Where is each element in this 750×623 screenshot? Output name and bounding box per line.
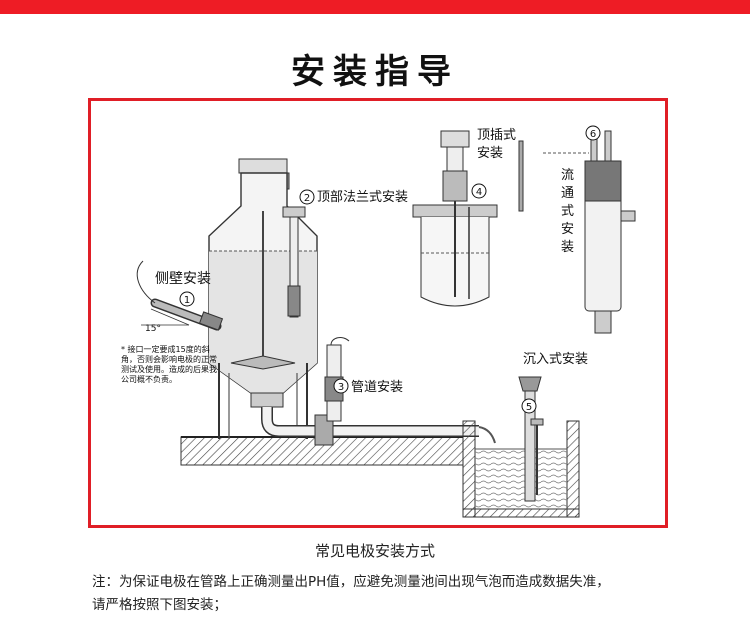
label-top-flange: 顶部法兰式安装 bbox=[317, 190, 408, 205]
number-markers: 1 2 3 4 5 6 bbox=[179, 125, 601, 414]
warning-note: * 接口一定要成15度的斜角，否则会影响电极的正常测试及使用。造成的后果我公司概… bbox=[121, 345, 217, 384]
flow-through-cell bbox=[543, 130, 636, 334]
marker-6: 6 bbox=[590, 129, 596, 140]
marker-3: 3 bbox=[338, 382, 344, 393]
diagram-caption: 常见电极安装方式 bbox=[314, 542, 435, 560]
label-flow-through: 流 通 式 安 装 bbox=[561, 168, 578, 255]
marker-1: 1 bbox=[184, 295, 190, 306]
note-line-1: 注：为保证电极在管路上正确测量出PH值，应避免测量池间出现气泡而造成数据失准， bbox=[92, 574, 610, 590]
marker-4: 4 bbox=[476, 187, 482, 198]
label-top-insert: 顶插式 安装 bbox=[477, 128, 520, 161]
top-insert-assembly bbox=[412, 130, 524, 307]
label-side-wall: 侧壁安装 bbox=[155, 271, 211, 287]
installation-note: 注：为保证电极在管路上正确测量出PH值，应避免测量池间出现气泡而造成数据失准， … bbox=[92, 571, 692, 617]
note-line-2: 请严格按照下图安装； bbox=[92, 597, 227, 613]
pipeline bbox=[261, 337, 496, 446]
label-pipeline: 管道安装 bbox=[351, 380, 403, 395]
angle-label: 15° bbox=[145, 324, 161, 334]
page-title: 安装指导 bbox=[291, 52, 459, 92]
top-red-bar bbox=[0, 0, 750, 14]
marker-5: 5 bbox=[526, 402, 532, 413]
installation-diagram: 1 2 3 4 5 6 侧壁安装 顶部法兰式安装 管道安装 沉入式安装 15° … bbox=[121, 125, 636, 518]
top-flange-electrode bbox=[282, 206, 306, 318]
side-wall-electrode bbox=[136, 260, 224, 331]
label-immersion: 沉入式安装 bbox=[523, 352, 588, 367]
installation-diagram-frame: 1 2 3 4 5 6 侧壁安装 顶部法兰式安装 管道安装 沉入式安装 15° … bbox=[88, 98, 668, 528]
immersion-basin bbox=[462, 376, 580, 518]
marker-2: 2 bbox=[304, 193, 310, 204]
